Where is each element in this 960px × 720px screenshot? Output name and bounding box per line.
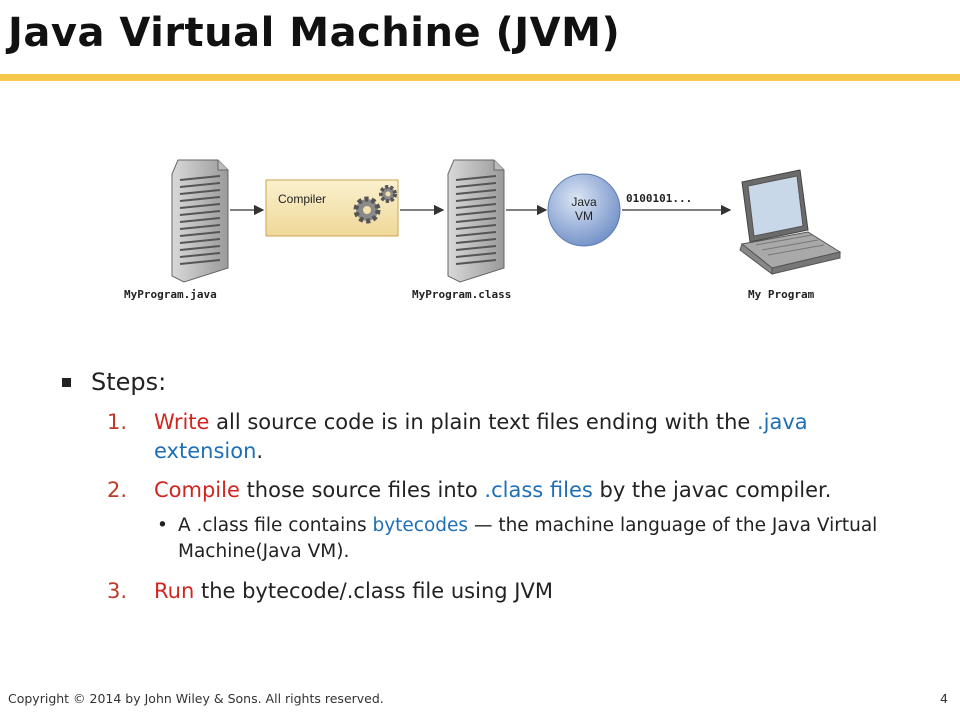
step-verb: Write <box>154 410 210 434</box>
step-text: the bytecode/.class file using JVM <box>194 579 553 603</box>
jvm-label-java: Java <box>571 195 597 209</box>
step-text: those source files into <box>239 478 485 502</box>
source-file-icon <box>171 159 229 283</box>
sub-bullet-bytecodes: • A .class file contains bytecodes — the… <box>60 513 920 565</box>
laptop-icon <box>739 169 842 275</box>
sub-bullet-highlight: bytecodes <box>372 515 469 536</box>
step-highlight: .java extension <box>154 410 808 463</box>
compiler-label: Compiler <box>278 192 326 206</box>
class-file-icon <box>447 159 505 283</box>
bullet-dot-icon: • <box>157 515 168 536</box>
bytecode-binary-text: 0100101... <box>626 192 692 205</box>
title-underline <box>0 74 960 81</box>
step-number: 3. <box>107 579 128 603</box>
step-verb: Run <box>154 579 195 603</box>
slide-title: Java Virtual Machine (JVM) <box>8 10 621 56</box>
step-run: 3. Run the bytecode/.class file using JV… <box>60 577 920 606</box>
step-write: 1. Write all source code is in plain tex… <box>60 408 920 466</box>
sub-bullet-text-end: — the machine language of the Java Virtu… <box>178 515 878 562</box>
step-number: 2. <box>107 478 128 502</box>
step-text-end: . <box>256 439 264 463</box>
footer-copyright: Copyright © 2014 by John Wiley & Sons. A… <box>8 691 384 706</box>
class-file-label: MyProgram.class <box>412 288 511 301</box>
steps-section: Steps: 1. Write all source code is in pl… <box>60 368 920 616</box>
source-file-label: MyProgram.java <box>124 288 217 301</box>
step-highlight: .class files <box>484 478 593 502</box>
jvm-flow-diagram: MyProgram.java Compiler MyProgram.class … <box>124 159 842 301</box>
step-verb: Compile <box>154 478 240 502</box>
step-text: all source code is in plain text files e… <box>209 410 757 434</box>
program-label: My Program <box>748 288 815 301</box>
steps-heading: Steps: <box>60 368 920 396</box>
square-bullet-icon <box>62 377 71 387</box>
steps-list: 1. Write all source code is in plain tex… <box>60 408 920 606</box>
sub-bullet-text: A .class file contains <box>178 515 373 536</box>
jvm-label-vm: VM <box>575 209 593 223</box>
page-number: 4 <box>940 691 948 706</box>
jvm-circle: Java VM <box>547 173 621 247</box>
step-number: 1. <box>107 410 128 434</box>
step-compile: 2. Compile those source files into .clas… <box>60 476 920 505</box>
steps-heading-text: Steps: <box>91 368 167 396</box>
gear-icon <box>353 185 397 224</box>
step-text-end: by the javac compiler. <box>592 478 832 502</box>
